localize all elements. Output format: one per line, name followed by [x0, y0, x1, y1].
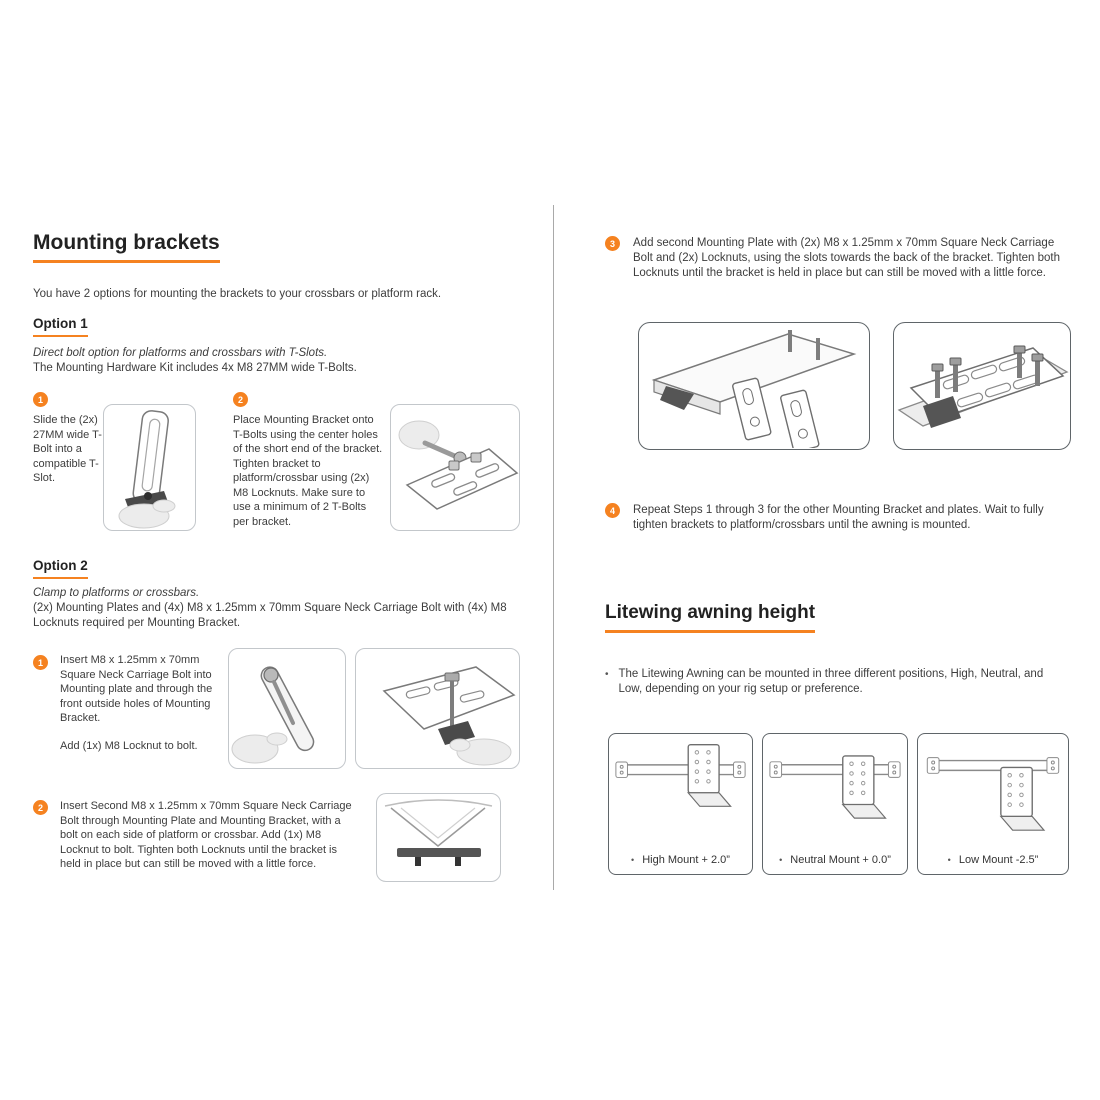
option1-subtitle: Direct bolt option for platforms and cro…: [33, 347, 328, 359]
high-mount-card: • High Mount + 2.0”: [608, 733, 753, 875]
bracket-tighten-illustration: [390, 404, 520, 531]
plate-topview-drawing: [897, 345, 1069, 428]
page-title: Mounting brackets: [33, 231, 220, 263]
underside-bolts-illustration: [376, 793, 501, 882]
option1-step2-text: Place Mounting Bracket onto T-Bolts usin…: [233, 414, 383, 528]
bullet-icon: •: [605, 669, 609, 680]
step3-badge: 3: [605, 236, 620, 251]
option1-step1-text: Slide the (2x) 27MM wide T-Bolt into a c…: [33, 414, 102, 484]
option2-step2-badge: 2: [33, 800, 48, 815]
intro-text: You have 2 options for mounting the brac…: [33, 288, 442, 300]
step3-text: Add second Mounting Plate with (2x) M8 x…: [633, 237, 1061, 279]
option2-hardware-note: (2x) Mounting Plates and (4x) M8 x 1.25m…: [33, 602, 507, 629]
option2-subtitle: Clamp to platforms or crossbars.: [33, 587, 200, 599]
carriage-bolt-insert-illustration: [228, 648, 346, 769]
carriage-bolt-insert-drawing: [231, 666, 315, 764]
mount-caption: • Low Mount -2.5”: [922, 854, 1064, 866]
awning-height-text: The Litewing Awning can be mounted in th…: [618, 668, 1044, 695]
bracket-tighten-drawing: [398, 420, 519, 510]
option2-step1-text: Insert M8 x 1.25mm x 70mm Square Neck Ca…: [60, 654, 213, 724]
brackets-on-platform-drawing: [651, 330, 857, 448]
neutral-mount-label: Neutral Mount + 0.0”: [790, 854, 891, 866]
mount-caption: • High Mount + 2.0”: [613, 854, 748, 866]
mount-caption: • Neutral Mount + 0.0”: [767, 854, 903, 866]
caption-bullet-icon: •: [631, 855, 635, 865]
option1-step1-badge: 1: [33, 392, 48, 407]
low-mount-label: Low Mount -2.5”: [958, 854, 1039, 866]
step4-badge: 4: [605, 503, 620, 518]
high-mount-label: High Mount + 2.0”: [642, 854, 730, 866]
plate-topview-illustration: [893, 322, 1071, 450]
neutral-mount-drawing: [769, 755, 901, 819]
high-mount-drawing: [615, 743, 746, 807]
option2-step1-badge: 1: [33, 655, 48, 670]
low-mount-drawing: [926, 757, 1060, 831]
option2-step1-textblock: Insert M8 x 1.25mm x 70mm Square Neck Ca…: [60, 653, 228, 753]
option2-step2-text: Insert Second M8 x 1.25mm x 70mm Square …: [60, 800, 352, 870]
option1-heading: Option 1: [33, 316, 88, 337]
tbolt-slide-illustration: [103, 404, 196, 531]
option1-step2-badge: 2: [233, 392, 248, 407]
column-divider: [553, 205, 554, 890]
awning-height-bullet: • The Litewing Awning can be mounted in …: [605, 667, 1067, 697]
option1-hardware-note: The Mounting Hardware Kit includes 4x M8…: [33, 362, 357, 374]
underside-bolts-drawing: [384, 799, 493, 866]
tbolt-slide-drawing: [118, 410, 176, 529]
awning-height-title: Litewing awning height: [605, 602, 816, 633]
bolt-through-plate-drawing: [382, 666, 516, 766]
neutral-mount-card: • Neutral Mount + 0.0”: [762, 733, 908, 875]
step4-text: Repeat Steps 1 through 3 for the other M…: [633, 504, 1044, 531]
option2-heading: Option 2: [33, 558, 88, 579]
bolt-through-plate-illustration: [355, 648, 520, 769]
caption-bullet-icon: •: [947, 855, 951, 865]
caption-bullet-icon: •: [779, 855, 783, 865]
low-mount-card: • Low Mount -2.5”: [917, 733, 1069, 875]
brackets-on-platform-illustration: [638, 322, 870, 450]
option2-step1-locknut-note: Add (1x) M8 Locknut to bolt.: [60, 739, 198, 752]
